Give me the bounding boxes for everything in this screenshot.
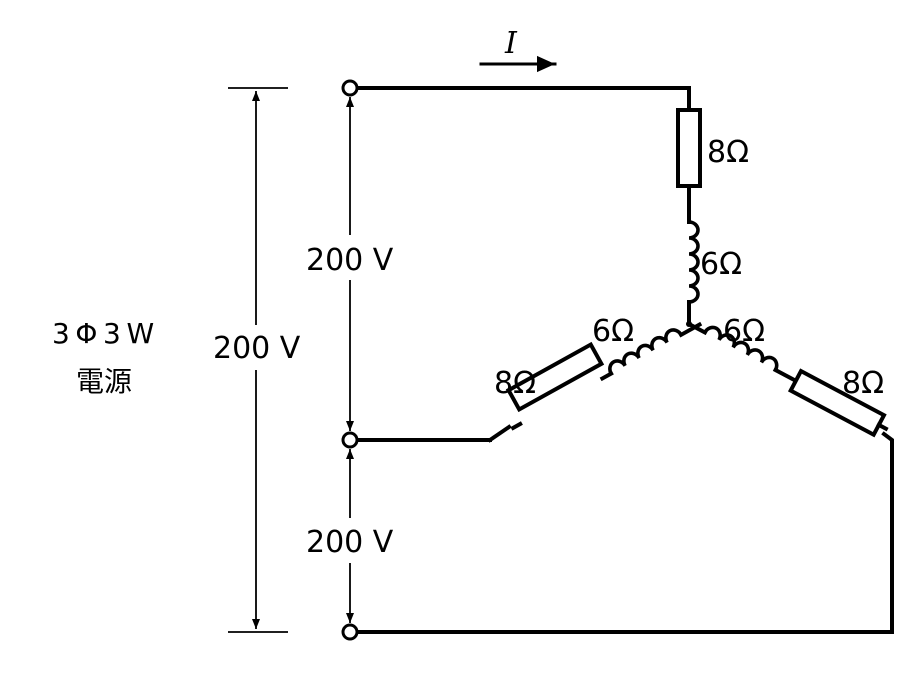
source-label-line2: 電源 [76,365,132,398]
terminal-bottom [341,623,359,641]
left-resistor [505,341,605,413]
line-wire-top [355,86,691,110]
right-inductor-label: 6Ω [723,314,765,349]
top-resistor-label: 8Ω [707,135,749,170]
line-wire-bottom [355,431,894,634]
left-resistor-label: 8Ω [494,366,536,401]
neutral-point [686,321,692,327]
right-branch [686,321,889,438]
left-inductor-label: 6Ω [592,314,634,349]
top-resistor [676,108,702,188]
terminal-top [341,79,359,97]
upper-voltage-label: 200 V [306,243,394,278]
terminal-middle [341,431,359,449]
current-label: I [504,26,518,61]
lower-voltage-label: 200 V [306,525,394,560]
overall-voltage-label: 200 V [213,331,301,366]
top-inductor [688,220,700,304]
left-wire-end [487,424,512,443]
top-inductor-label: 6Ω [700,247,742,282]
source-label-line1: 3 Φ 3 W [52,317,154,350]
right-resistor-label: 8Ω [842,366,884,401]
